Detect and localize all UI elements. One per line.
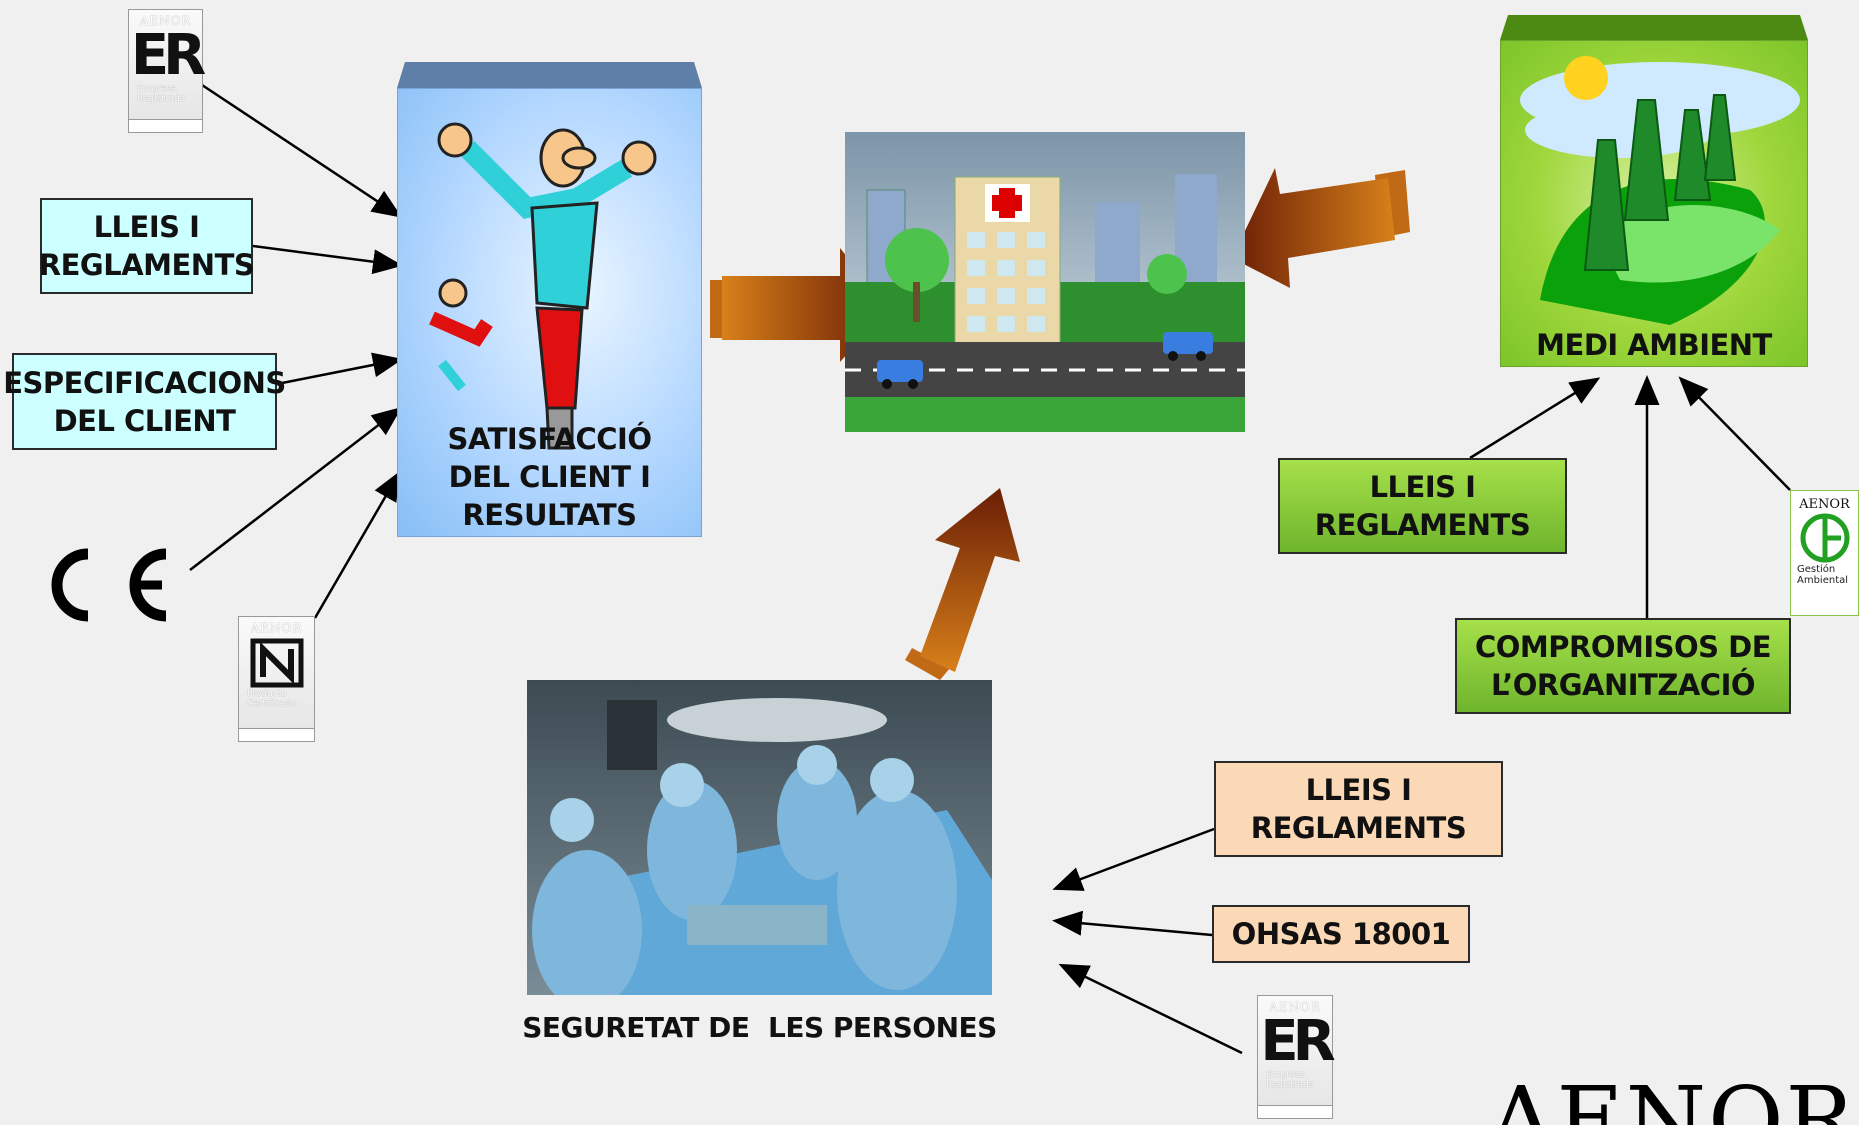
safety-label: SEGURETAT DE LES PERSONES <box>522 1005 997 1051</box>
client-box-label: RESULTATS <box>462 498 637 532</box>
box-label: REGLAMENTS <box>1314 508 1531 542</box>
box-label: COMPROMISOS DE <box>1474 630 1772 664</box>
happy-patient-illustration <box>429 122 657 450</box>
box-label: OHSAS 18001 <box>1231 917 1451 951</box>
ohsas-box: OHSAS 18001 <box>1212 905 1470 963</box>
badge-sub-label: Registrada <box>137 94 186 104</box>
arrow-safety-to-hospital <box>905 488 1020 680</box>
brand-text: AENOR <box>1488 1075 1848 1125</box>
forest-illustration <box>1520 56 1800 325</box>
badge-sub-label: Ambiental <box>1797 575 1849 586</box>
client-box-label: DEL CLIENT I <box>448 460 651 494</box>
ga-mark-icon <box>1800 513 1849 563</box>
org-commitments-box: COMPROMISOS DE L’ORGANITZACIÓ <box>1455 618 1791 714</box>
badge-org-label: AENOR <box>1799 497 1850 512</box>
ambulance-icon <box>1163 332 1213 361</box>
aenor-ga-badge: AENOR Gestión Ambiental <box>1790 490 1859 616</box>
box-label: LLEIS I <box>1305 773 1412 807</box>
er-mark-icon: ER <box>1260 1009 1335 1074</box>
er-mark-icon: ER <box>130 23 206 88</box>
box-label: REGLAMENTS <box>1250 811 1467 845</box>
badge-org-label: AENOR <box>250 621 303 635</box>
badge-org-label: AENOR <box>139 14 192 28</box>
badge-sub-label: Gestión <box>1797 564 1836 575</box>
hospital-illustration <box>845 132 1245 432</box>
badge-sub-label: Registrada <box>1266 1080 1315 1090</box>
badge-org-label: AENOR <box>1269 1000 1321 1014</box>
badge-sub-label: Producto <box>247 689 287 699</box>
box-label: L’ORGANITZACIÓ <box>1490 668 1756 702</box>
box-label: LLEIS I <box>93 210 200 244</box>
box-label: REGLAMENTS <box>38 248 255 282</box>
env-laws-box: LLEIS I REGLAMENTS <box>1278 458 1567 554</box>
badge-sub-label: Certificado <box>247 699 296 709</box>
ambulance-icon <box>877 360 923 389</box>
aenor-brand-logo: AENOR <box>1488 1075 1848 1125</box>
arrow-env-to-hospital <box>1232 168 1410 288</box>
environment-box: MEDI AMBIENT <box>1500 15 1808 367</box>
surgery-photo <box>527 680 992 1010</box>
box-label: DEL CLIENT <box>53 403 236 438</box>
safety-laws-box: LLEIS I REGLAMENTS <box>1214 761 1503 857</box>
box-label: LLEIS I <box>1369 470 1476 504</box>
aenor-n-product-badge: AENOR Producto Certificado <box>238 616 315 742</box>
client-satisfaction-box: SATISFACCIÓ DEL CLIENT I RESULTATS <box>397 62 702 537</box>
box-label: ESPECIFICACIONS <box>3 365 286 400</box>
env-box-label: MEDI AMBIENT <box>1536 328 1772 362</box>
ce-mark-icon <box>44 540 174 630</box>
badge-sub-label: Empresa <box>1266 1070 1306 1080</box>
client-box-label: SATISFACCIÓ <box>447 422 652 456</box>
aenor-er-badge: AENOR ER Empresa Registrada <box>128 9 206 133</box>
badge-sub-label: Empresa <box>137 84 177 94</box>
client-specs-box: ESPECIFICACIONS DEL CLIENT <box>3 353 286 450</box>
n-mark-icon <box>250 638 303 688</box>
left-laws-box: LLEIS I REGLAMENTS <box>38 198 255 294</box>
safety-label-text: SEGURETAT DE LES PERSONES <box>522 1011 997 1044</box>
aenor-er-badge: AENOR ER Empresa Registrada <box>1257 995 1336 1119</box>
